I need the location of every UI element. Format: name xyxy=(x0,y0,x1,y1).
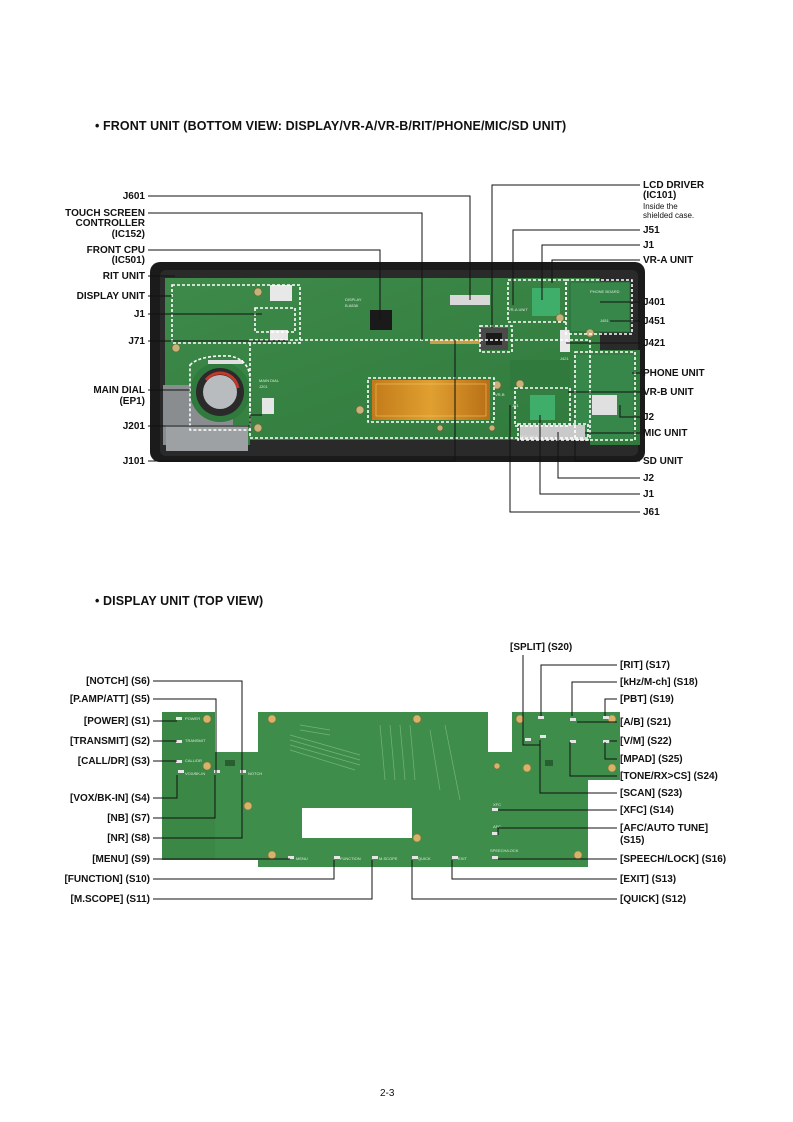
silk-quick: QUICK xyxy=(418,856,431,861)
label-inside-the: Inside the xyxy=(643,202,678,211)
silk-vr-a: VR-A UNIT xyxy=(508,307,528,312)
silk-speech-lock: SPEECH/LOCK xyxy=(490,848,519,853)
label-afc-auto-tune: [AFC/AUTO TUNE] xyxy=(620,823,708,834)
label-shielded-case: shielded case. xyxy=(643,211,694,220)
label-j1-left: J1 xyxy=(134,309,146,320)
label-rit-unit: RIT UNIT xyxy=(103,271,145,282)
silk-j421: J421 xyxy=(560,356,569,361)
silk-main-dial: MAIN DIAL xyxy=(259,378,280,383)
label-ic501: (IC501) xyxy=(112,255,145,266)
label-v-m: [V/M] (S22) xyxy=(620,736,672,747)
label-sd-unit: SD UNIT xyxy=(643,456,683,467)
silk-vr-b: VR-B xyxy=(495,392,505,397)
silk-xfc: XFC xyxy=(493,802,501,807)
silk-mic-unit: MIC UNIT xyxy=(520,434,538,439)
silk-j201: J201 xyxy=(259,384,268,389)
label-vr-b-unit: VR-B UNIT xyxy=(643,387,694,398)
silk-transmit: TRANSMIT xyxy=(185,738,206,743)
silk-menu: MENU xyxy=(296,856,308,861)
label-transmit: [TRANSMIT] (S2) xyxy=(70,736,150,747)
label-s15: (S15) xyxy=(620,835,644,846)
label-p-amp-att: [P.AMP/ATT] (S5) xyxy=(70,694,150,705)
label-function: [FUNCTION] (S10) xyxy=(64,874,150,885)
label-j101: J101 xyxy=(123,456,146,467)
label-main-dial: MAIN DIAL xyxy=(93,385,145,396)
front-unit-board: DISPLAY B-6838 MAIN DIAL J201 VR-A UNIT … xyxy=(150,262,645,462)
display-left-labels: [NOTCH] (S6) [P.AMP/ATT] (S5) [POWER] (S… xyxy=(64,676,150,905)
silk-call-dr: CALL/DR xyxy=(185,758,202,763)
silk-power: POWER xyxy=(185,716,200,721)
label-vr-a-unit: VR-A UNIT xyxy=(643,255,693,266)
label-power: [POWER] (S1) xyxy=(84,716,150,727)
label-quick: [QUICK] (S12) xyxy=(620,894,686,905)
silk-phone-board: PHONE BOARD xyxy=(590,289,620,294)
front-right-labels: LCD DRIVER (IC101) Inside the shielded c… xyxy=(643,180,705,518)
label-tone-rx-cs: [TONE/RX>CS] (S24) xyxy=(620,771,718,782)
label-mpad: [MPAD] (S25) xyxy=(620,754,683,765)
label-display-unit: DISPLAY UNIT xyxy=(77,291,145,302)
label-speech-lock: [SPEECH/LOCK] (S16) xyxy=(620,854,726,865)
label-j61: J61 xyxy=(643,507,660,518)
label-j201: J201 xyxy=(123,421,146,432)
label-mic-unit: MIC UNIT xyxy=(643,428,687,439)
label-menu: [MENU] (S9) xyxy=(92,854,150,865)
label-khz-m-ch: [kHz/M-ch] (S18) xyxy=(620,677,698,688)
front-left-labels: J601 TOUCH SCREEN CONTROLLER (IC152) FRO… xyxy=(65,191,146,467)
label-call-dr: [CALL/DR] (S3) xyxy=(78,756,150,767)
silk-j451: J451 xyxy=(600,318,609,323)
label-nr: [NR] (S8) xyxy=(107,833,150,844)
label-j2-upper: J2 xyxy=(643,412,655,423)
label-phone-unit: PHONE UNIT xyxy=(643,368,705,379)
label-ic152: (IC152) xyxy=(112,229,145,240)
label-j401: J401 xyxy=(643,297,666,308)
label-j51: J51 xyxy=(643,225,660,236)
label-exit: [EXIT] (S13) xyxy=(620,874,676,885)
display-unit-board: POWER TRANSMIT CALL/DR VOX/BK-IN NOTCH M… xyxy=(162,712,620,867)
label-a-b: [A/B] (S21) xyxy=(620,717,671,728)
silk-vox-bk-in: VOX/BK-IN xyxy=(185,771,205,776)
label-j601: J601 xyxy=(123,191,146,202)
label-xfc: [XFC] (S14) xyxy=(620,805,674,816)
silk-function: FUNCTION xyxy=(340,856,361,861)
label-j421: J421 xyxy=(643,338,666,349)
label-controller: CONTROLLER xyxy=(76,218,146,229)
label-notch: [NOTCH] (S6) xyxy=(86,676,150,687)
page-number: 2-3 xyxy=(380,1088,394,1099)
silk-j61: J61 xyxy=(512,403,519,408)
label-m-scope: [M.SCOPE] (S11) xyxy=(71,894,150,905)
silk-display: DISPLAY xyxy=(345,297,362,302)
silk-exit: EXIT xyxy=(458,856,467,861)
label-j2-lower: J2 xyxy=(643,473,655,484)
label-nb: [NB] (S7) xyxy=(107,813,150,824)
label-pbt: [PBT] (S19) xyxy=(620,694,674,705)
silk-m-scope: M.SCOPE xyxy=(379,856,398,861)
silk-notch: NOTCH xyxy=(248,771,262,776)
label-j71: J71 xyxy=(128,336,145,347)
label-ep1: (EP1) xyxy=(119,396,145,407)
label-j451: J451 xyxy=(643,316,666,327)
label-j1-right: J1 xyxy=(643,240,655,251)
silk-display-code: B-6838 xyxy=(345,303,359,308)
label-vox-bk-in: [VOX/BK-IN] (S4) xyxy=(70,793,150,804)
label-j1-lower: J1 xyxy=(643,489,655,500)
label-split: [SPLIT] (S20) xyxy=(510,642,572,653)
label-ic101: (IC101) xyxy=(643,190,676,201)
label-scan: [SCAN] (S23) xyxy=(620,788,682,799)
label-rit: [RIT] (S17) xyxy=(620,660,670,671)
